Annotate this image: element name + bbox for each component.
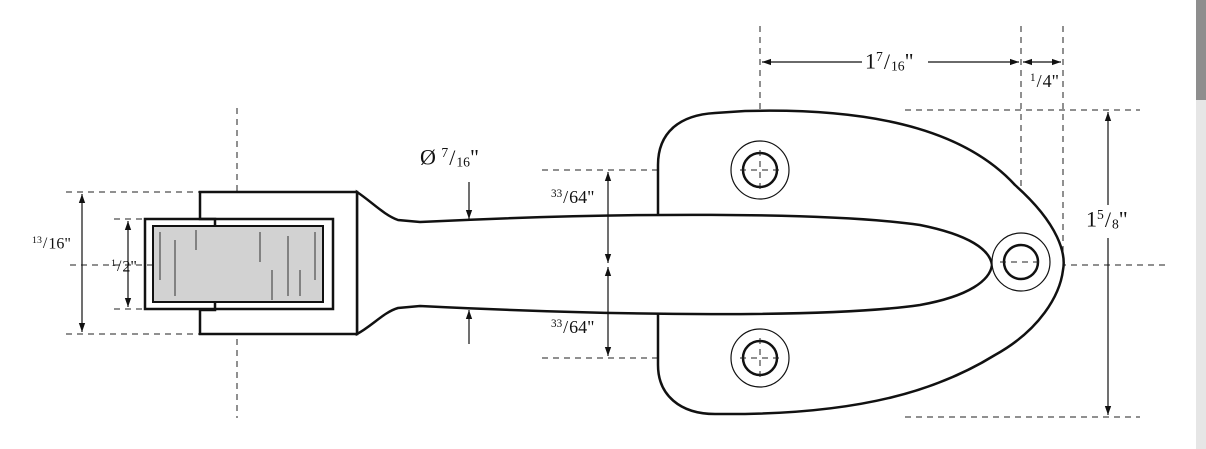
clevis-inner-label: 1/2"	[111, 258, 137, 276]
dimension-lines	[78, 58, 1112, 415]
insert-texture	[159, 230, 316, 300]
top-spacing-label: 17/16"	[865, 48, 914, 74]
clevis-insert-outline	[143, 217, 335, 311]
lower-hole	[730, 328, 790, 388]
upper-hole	[730, 140, 790, 200]
vertical-scrollbar[interactable]	[1196, 0, 1206, 449]
right-offset-label: 1/4"	[1030, 71, 1059, 91]
rod-diameter-label: Ø 7/16"	[420, 144, 479, 170]
tip-hole	[991, 232, 1051, 292]
lower-half-label: 33/64"	[551, 317, 595, 337]
overall-width-label: 15/8"	[1086, 206, 1128, 232]
clevis-outer-label: 13/16"	[32, 235, 71, 253]
clevis-insert	[152, 225, 324, 303]
scrollbar-thumb[interactable]	[1196, 0, 1206, 100]
upper-half-label: 33/64"	[551, 187, 595, 207]
